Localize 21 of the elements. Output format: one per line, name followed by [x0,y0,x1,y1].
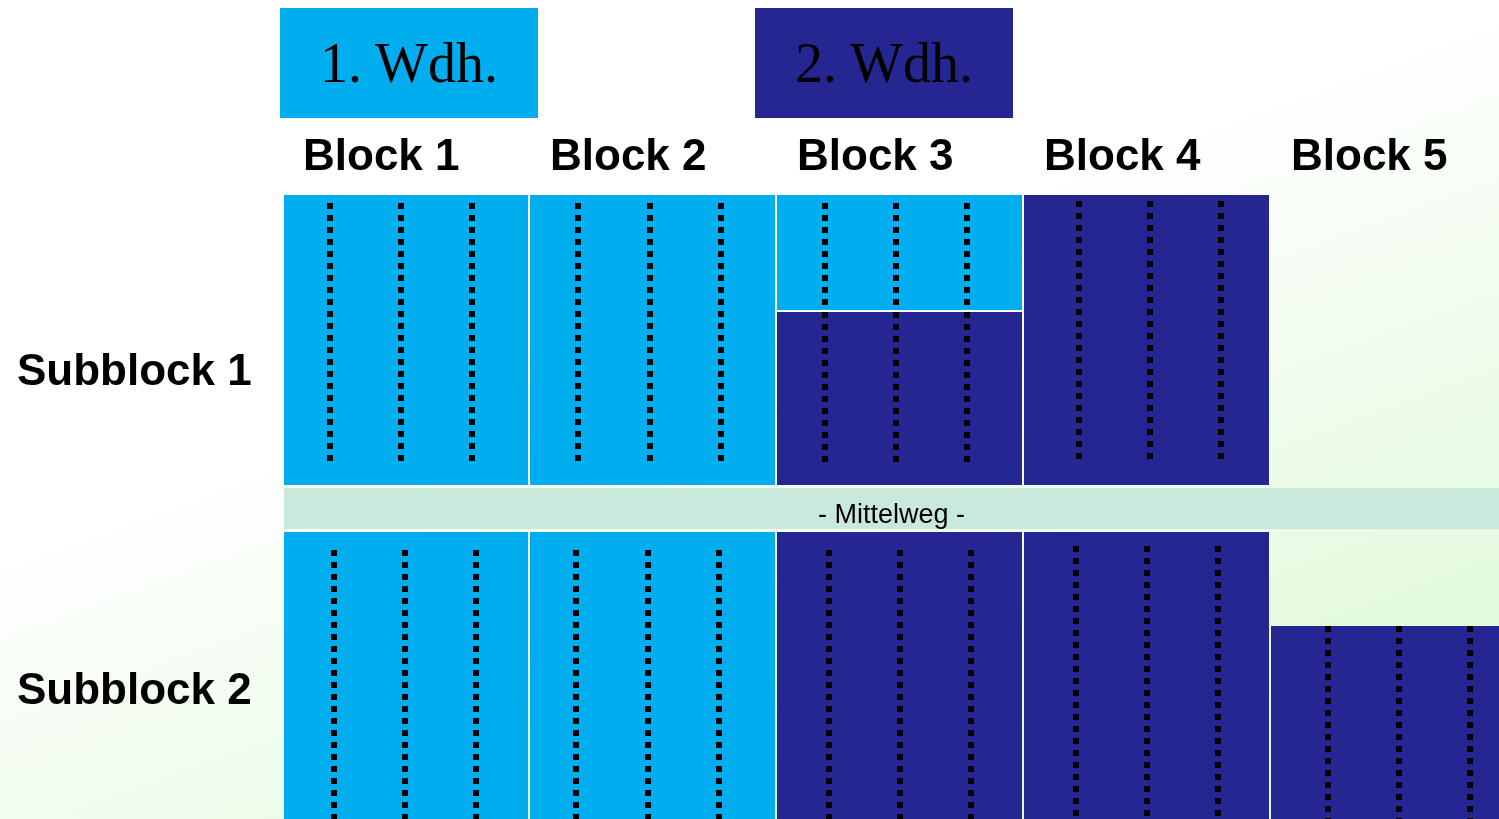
band-label: - Mittelweg - [818,499,965,530]
row-header: Subblock 2 [17,664,252,714]
colored-block [777,532,1022,819]
column-header: Block 3 [797,130,954,180]
colored-block [1271,626,1499,819]
colored-block [1024,532,1269,819]
colored-block [530,532,775,819]
colored-block [530,195,775,485]
colored-block [1024,195,1269,485]
colored-block [777,195,1022,310]
legend-swatch: 1. Wdh. [280,8,538,118]
column-header: Block 4 [1044,130,1201,180]
legend-swatch: 2. Wdh. [755,8,1013,118]
column-header: Block 1 [303,130,460,180]
column-header: Block 2 [550,130,707,180]
colored-block [284,195,528,485]
band [284,488,1499,529]
colored-block [284,532,528,819]
colored-block [777,312,1022,485]
row-header: Subblock 1 [17,345,252,395]
column-header: Block 5 [1291,130,1448,180]
